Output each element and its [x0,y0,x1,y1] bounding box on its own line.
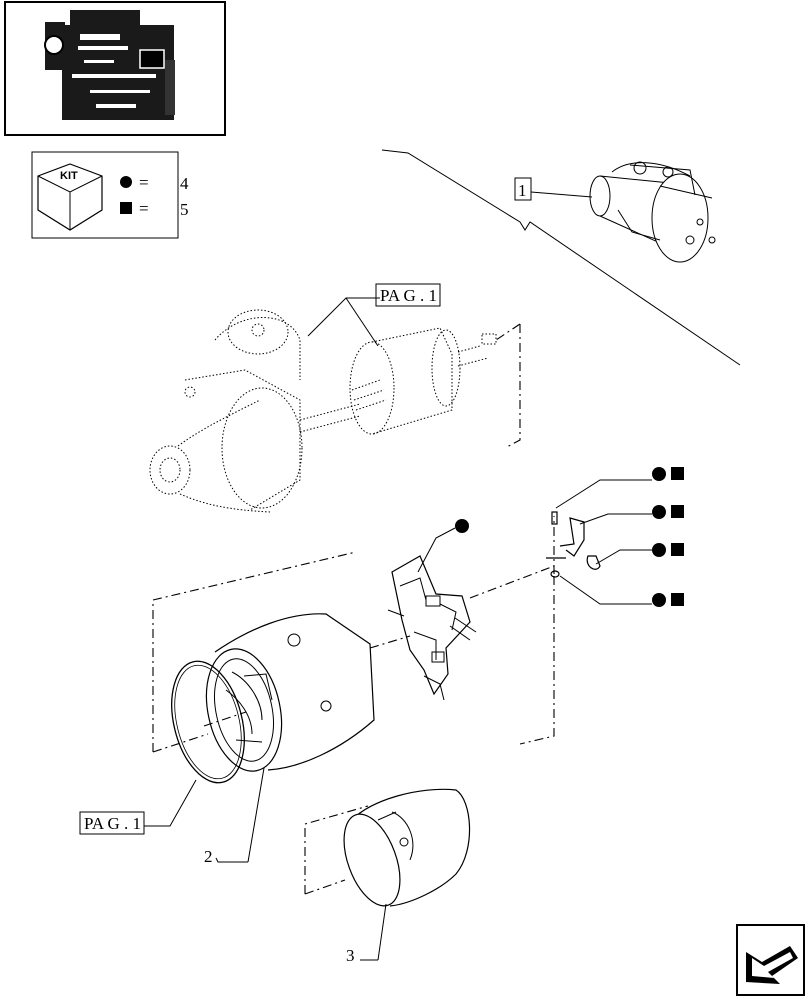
legend-circle-equals: = [139,173,149,192]
engine-thumbnail[interactable] [4,1,226,136]
circle-marker [455,519,469,533]
part-3-callout[interactable]: 3 [346,903,387,965]
back-arrow-icon [746,946,798,984]
square-marker [671,543,684,556]
part-2-label: 2 [204,847,213,866]
circle-marker [120,176,132,188]
starter-motor-assembly [589,161,716,263]
back-arrow-button[interactable] [736,924,805,996]
kit-legend: KIT = 4 = 5 [31,151,189,239]
part-2-field-frame [203,613,375,772]
square-marker [671,593,684,606]
circle-marker [652,593,666,607]
pag-ref-bottom-label: PA G . 1 [84,814,141,833]
part-3-label: 3 [346,946,355,965]
square-marker [671,467,684,480]
kit-label: KIT [60,170,78,182]
circle-marker [652,543,666,557]
square-marker [120,202,132,214]
pag-ref-bottom[interactable]: PA G . 1 [79,779,197,835]
engine-thumbnail-icon [44,10,175,120]
assembly-ref-label: 1 [518,181,527,200]
kit-markers [455,467,684,607]
legend-square-equals: = [139,199,149,218]
pag-ref-top[interactable]: PA G . 1 [307,283,441,347]
legend-square-value: 5 [180,200,189,219]
legend-circle-value: 4 [180,174,189,193]
assembly-guide-lines [152,323,555,895]
marker-leaders [417,479,652,605]
o-ring [171,660,245,784]
small-hardware [546,511,601,578]
part-3-end-cover [343,788,471,907]
kit-box-icon: KIT [37,163,103,231]
drive-end-housing [149,309,361,513]
armature [349,327,497,435]
circle-marker [652,505,666,519]
circle-marker [652,467,666,481]
square-marker [671,505,684,518]
brush-holder [387,555,477,701]
pag-ref-top-label: PA G . 1 [380,286,437,305]
assembly-callout[interactable]: 1 [381,149,741,366]
part-2-callout[interactable]: 2 [204,767,265,866]
